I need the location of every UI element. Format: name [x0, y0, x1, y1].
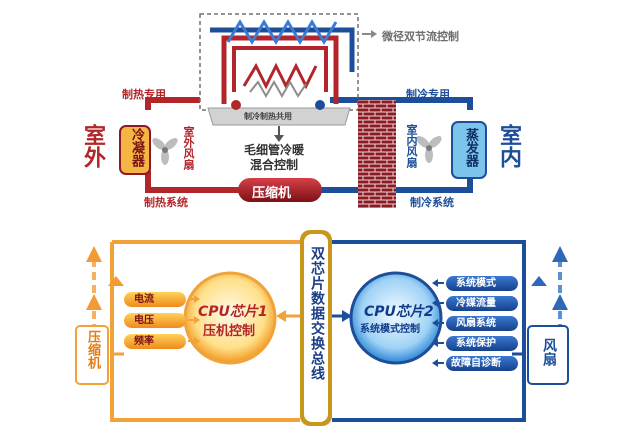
outdoor-fan-icon	[152, 138, 178, 165]
input-fan-system: 风扇系统	[446, 316, 518, 331]
input-system-protection: 系统保护	[446, 336, 518, 351]
evaporator-box	[451, 121, 487, 179]
outdoor-label: 室外	[80, 124, 105, 168]
fan-side-box	[527, 325, 569, 385]
cpu2-title: CPU芯片2	[364, 304, 434, 320]
outdoor-fan-label: 室外风扇	[182, 126, 195, 170]
compressor-side-box	[75, 325, 109, 385]
input-frequency: 频率	[124, 334, 186, 349]
compressor-body	[238, 178, 322, 202]
evaporator-label: 蒸发器	[463, 128, 478, 167]
valve-red	[231, 100, 241, 110]
cpu1-sub: 压机控制	[203, 324, 256, 339]
cpu1-title: CPU芯片1	[198, 304, 268, 320]
cpu2-sub: 系统模式控制	[360, 324, 420, 335]
condenser-box	[119, 125, 151, 175]
fan-box-label: 风扇	[541, 338, 557, 366]
valve-blue	[315, 100, 325, 110]
input-current: 电流	[124, 292, 186, 307]
cool-heat-tag: 制冷制热共用	[244, 112, 292, 121]
cpu2-circle	[349, 271, 443, 365]
pipe-heat-bottom	[145, 170, 240, 193]
compressor-box-label: 压缩机	[85, 330, 100, 369]
input-fault-diagnosis: 故障自诊断	[446, 356, 518, 371]
cool-system-label: 制冷系统	[410, 196, 454, 209]
capillary-label-2: 混合控制	[250, 158, 299, 172]
input-voltage: 电压	[124, 313, 186, 328]
compressor-label: 压缩机	[252, 186, 292, 201]
heat-only-label: 制热专用	[122, 88, 166, 101]
cool-only-label: 制冷专用	[406, 88, 450, 101]
indoor-fan-icon	[416, 136, 442, 163]
condenser-label: 冷凝器	[129, 128, 144, 167]
heat-system-label: 制热系统	[144, 196, 188, 209]
input-system-mode: 系统模式	[446, 276, 518, 291]
input-refrigerant-flow: 冷媒流量	[446, 296, 518, 311]
indoor-fan-label: 室内风扇	[405, 124, 418, 168]
throttle-label: 微径双节流控制	[382, 30, 459, 43]
indoor-label: 室内	[496, 124, 521, 168]
pipe-heat-top	[145, 97, 200, 110]
brick-wall	[358, 100, 396, 208]
bus-label: 双芯片数据交换总线	[309, 246, 325, 381]
capillary-label-1: 毛细管冷暖	[244, 143, 305, 157]
